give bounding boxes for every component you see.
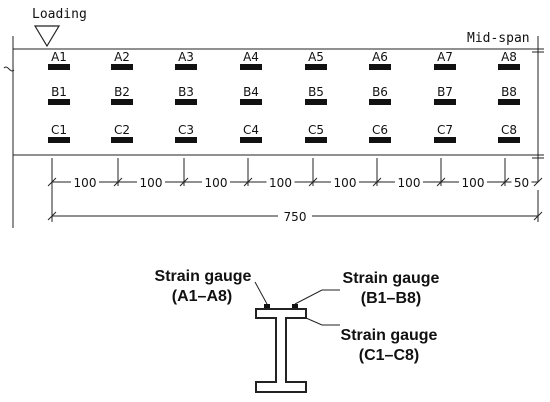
gauge-label-a6: A6: [372, 50, 388, 64]
strain-gauge-marker-b4: [240, 99, 262, 105]
gauge-label-a7: A7: [437, 50, 453, 64]
dimension-tick: [243, 177, 253, 187]
dimension-tick: [372, 177, 382, 187]
strain-gauge-marker-a8: [498, 64, 520, 70]
strain-gauge-marker-b6: [369, 99, 391, 105]
segment-dimension-label: 100: [140, 176, 163, 190]
gauge-label-c1: C1: [51, 123, 67, 137]
gauge-label-c3: C3: [178, 123, 194, 137]
gauge-label-c7: C7: [437, 123, 453, 137]
segment-dimension-label: 100: [334, 176, 357, 190]
strain-gauge-marker-c2: [111, 137, 133, 143]
dimension-lines: 750 100 100 100 100 100 100 100 50: [47, 158, 543, 224]
segment-label-bg: [266, 176, 295, 188]
loading-triangle-icon: [33, 25, 61, 48]
section-label-bottom-1: Strain gauge: [341, 327, 438, 344]
dimension-tick: [113, 177, 123, 187]
strain-gauge-marker-b2: [111, 99, 133, 105]
section-label-mid-1: Strain gauge: [343, 270, 440, 287]
strain-gauge-marker-c1: [48, 137, 70, 143]
strain-gauge-marker-c7: [434, 137, 456, 143]
strain-gauge-marker-c3: [175, 137, 197, 143]
segment-label-bg: [395, 176, 423, 188]
gauge-label-b2: B2: [114, 85, 130, 99]
dimension-tick: [436, 177, 446, 187]
segment-label-bg: [511, 176, 532, 188]
segment-dimension-label: 100: [269, 176, 292, 190]
gauge-label-a5: A5: [308, 50, 324, 64]
segment-dimension-label: 100: [205, 176, 228, 190]
loading-label: Loading: [32, 7, 87, 22]
strain-gauge-marker-a7: [434, 64, 456, 70]
segment-label-bg: [202, 176, 230, 188]
gauge-label-b1: B1: [51, 85, 67, 99]
total-left-tick: [47, 211, 57, 221]
midspan-label: Mid-span: [467, 31, 530, 46]
gauge-label-b4: B4: [243, 85, 259, 99]
segment-dimension-label: 100: [398, 176, 421, 190]
gauge-label-a2: A2: [114, 50, 130, 64]
segment-label-bg: [71, 176, 99, 188]
strain-gauge-marker-c8: [498, 137, 520, 143]
total-label-bg: [278, 207, 312, 223]
gauge-label-c4: C4: [243, 123, 259, 137]
section-label-top-1: Strain gauge: [155, 268, 252, 285]
leader-top: [254, 281, 268, 305]
gauge-label-c5: C5: [308, 123, 324, 137]
gauge-label-c8: C8: [501, 123, 517, 137]
gauge-label-b7: B7: [437, 85, 453, 99]
gauge-label-a8: A8: [501, 50, 517, 64]
segment-dimension-label: 50: [514, 176, 529, 190]
gauge-label-b5: B5: [308, 85, 324, 99]
segment-label-bg: [137, 176, 165, 188]
section-gauge-a: [264, 304, 270, 308]
section-label-mid-2: (B1–B8): [361, 290, 421, 307]
dimension-tick: [308, 177, 318, 187]
strain-gauge-marker-b7: [434, 99, 456, 105]
gauge-label-c2: C2: [114, 123, 130, 137]
strain-gauge-marker-c4: [240, 137, 262, 143]
strain-gauge-marker-b5: [305, 99, 327, 105]
dimension-tick: [500, 177, 510, 187]
total-right-tick: [533, 211, 543, 221]
gauge-label-a1: A1: [51, 50, 67, 64]
gauge-label-a3: A3: [178, 50, 194, 64]
dimension-tick: [47, 177, 57, 187]
strain-gauge-marker-c5: [305, 137, 327, 143]
strain-gauge-marker-a2: [111, 64, 133, 70]
leader-mid: [294, 289, 340, 305]
segment-label-bg: [459, 176, 487, 188]
i-beam-outline: [255, 308, 307, 393]
section-label-bottom-2: (C1–C8): [359, 347, 419, 364]
strain-gauge-marker-b8: [498, 99, 520, 105]
i-beam-cross-section: Strain gauge (A1–A8) Strain gauge (B1–B8…: [155, 268, 440, 393]
strain-gauge-marker-a1: [48, 64, 70, 70]
gauge-label-b3: B3: [178, 85, 194, 99]
strain-gauge-marker-b1: [48, 99, 70, 105]
strain-gauge-marker-b3: [175, 99, 197, 105]
gauge-label-b8: B8: [501, 85, 517, 99]
break-mark: [3, 66, 15, 72]
segment-dimension-label: 100: [462, 176, 485, 190]
total-dimension-label: 750: [284, 210, 307, 224]
gauge-label-a4: A4: [243, 50, 259, 64]
strain-gauge-marker-a5: [305, 64, 327, 70]
strain-gauge-marker-a3: [175, 64, 197, 70]
leader-bottom: [305, 317, 340, 326]
dimension-tick: [179, 177, 189, 187]
dimension-tick: [533, 177, 543, 187]
segment-label-bg: [331, 176, 359, 188]
gauge-label-c6: C6: [372, 123, 388, 137]
strain-gauge-marker-c6: [369, 137, 391, 143]
segment-dimension-label: 100: [74, 176, 97, 190]
strain-gauge-marker-a4: [240, 64, 262, 70]
gauge-label-b6: B6: [372, 85, 388, 99]
strain-gauge-marker-a6: [369, 64, 391, 70]
section-label-top-2: (A1–A8): [172, 288, 232, 305]
section-gauge-b: [292, 304, 298, 308]
